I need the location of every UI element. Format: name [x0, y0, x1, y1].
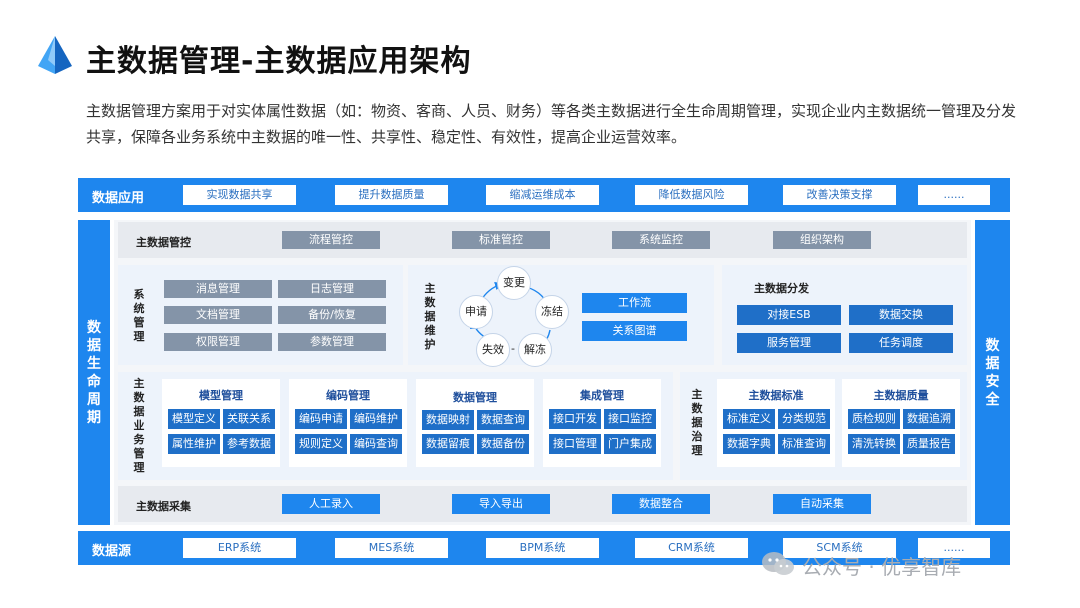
model-mgmt-item: 属性维护 — [168, 434, 220, 454]
distribution-item: 任务调度 — [849, 333, 953, 353]
lifecycle-label: 数据生命周期 — [87, 319, 101, 426]
model-mgmt-item: 关联关系 — [223, 409, 275, 429]
collection-item: 人工录入 — [282, 494, 380, 514]
distribution-item: 服务管理 — [737, 333, 841, 353]
collection-item: 自动采集 — [773, 494, 871, 514]
code-mgmt-item: 编码申请 — [295, 409, 347, 429]
cycle-node-invalid: 失效 — [476, 333, 510, 367]
lifecycle-side-bar: 数据生命周期 — [78, 220, 110, 525]
data-mgmt-item: 数据备份 — [477, 434, 529, 454]
distribution-item: 数据交换 — [849, 305, 953, 325]
integration-mgmt-item: 门户集成 — [604, 434, 656, 454]
collection-item: 导入导出 — [452, 494, 550, 514]
quality-item: 质量报告 — [903, 434, 955, 454]
data-mgmt-item: 数据留痕 — [422, 434, 474, 454]
system-mgmt-label: 系统管理 — [133, 288, 145, 343]
maintenance-label: 主数据维护 — [424, 282, 436, 351]
cycle-node-freeze: 冻结 — [535, 295, 569, 329]
logo-icon — [38, 36, 72, 74]
source-layer-label: 数据源 — [92, 544, 132, 559]
quality-item: 清洗转换 — [848, 434, 900, 454]
source-item: CRM系统 — [635, 538, 748, 558]
data-mgmt-title: 数据管理 — [453, 391, 497, 404]
app-layer-label: 数据应用 — [92, 191, 145, 206]
system-mgmt-item: 消息管理 — [164, 280, 272, 298]
quality-title: 主数据质量 — [873, 389, 929, 402]
integration-mgmt-item: 接口监控 — [604, 409, 656, 429]
source-item: ERP系统 — [183, 538, 296, 558]
system-mgmt-item: 参数管理 — [278, 333, 386, 351]
distribution-item: 对接ESB — [737, 305, 841, 325]
standard-item: 分类规范 — [778, 409, 830, 429]
app-item: 实现数据共享 — [183, 185, 296, 205]
code-mgmt-item: 规则定义 — [295, 434, 347, 454]
control-item: 系统监控 — [612, 231, 710, 249]
page-description: 主数据管理方案用于对实体属性数据（如：物资、客商、人员、财务）等各类主数据进行全… — [86, 102, 1017, 146]
control-item: 组织架构 — [773, 231, 871, 249]
business-mgmt-label: 主数据业务管理 — [133, 377, 145, 474]
source-item: ...... — [918, 538, 990, 558]
app-item: 降低数据风险 — [635, 185, 748, 205]
model-mgmt-item: 参考数据 — [223, 434, 275, 454]
data-mgmt-item: 数据查询 — [477, 410, 529, 430]
model-mgmt-title: 模型管理 — [199, 389, 243, 402]
maintenance-item: 关系图谱 — [582, 321, 687, 341]
app-item: 改善决策支撑 — [783, 185, 896, 205]
integration-mgmt-item: 接口开发 — [549, 409, 601, 429]
control-item: 标准管控 — [452, 231, 550, 249]
code-mgmt-item: 编码查询 — [350, 434, 402, 454]
quality-item: 数据追溯 — [903, 409, 955, 429]
maintenance-item: 工作流 — [582, 293, 687, 313]
standard-item: 标准查询 — [778, 434, 830, 454]
data-mgmt-item: 数据映射 — [422, 410, 474, 430]
system-mgmt-item: 文档管理 — [164, 306, 272, 324]
cycle-node-unfreeze: 解冻 — [518, 333, 552, 367]
cycle-node-change: 变更 — [497, 266, 531, 300]
integration-mgmt-item: 接口管理 — [549, 434, 601, 454]
app-item: 提升数据质量 — [335, 185, 448, 205]
system-mgmt-item: 权限管理 — [164, 333, 272, 351]
page-title: 主数据管理-主数据应用架构 — [86, 44, 472, 79]
control-item: 流程管控 — [282, 231, 380, 249]
model-mgmt-item: 模型定义 — [168, 409, 220, 429]
cycle-dash: - — [511, 342, 515, 355]
system-mgmt-item: 备份/恢复 — [278, 306, 386, 324]
cycle-node-apply: 申请 — [459, 295, 493, 329]
quality-item: 质检规则 — [848, 409, 900, 429]
security-side-bar: 数据安全 — [975, 220, 1010, 525]
app-item: ...... — [918, 185, 990, 205]
integration-mgmt-title: 集成管理 — [580, 389, 624, 402]
security-label: 数据安全 — [985, 337, 1000, 408]
distribution-title: 主数据分发 — [754, 282, 809, 295]
source-item: SCM系统 — [783, 538, 896, 558]
watermark-text: 公众号 · 优享智库 — [802, 555, 962, 579]
system-mgmt-item: 日志管理 — [278, 280, 386, 298]
code-mgmt-title: 编码管理 — [326, 389, 370, 402]
wechat-icon — [762, 552, 794, 575]
source-item: BPM系统 — [486, 538, 599, 558]
collection-item: 数据整合 — [612, 494, 710, 514]
standard-item: 标准定义 — [723, 409, 775, 429]
standard-item: 数据字典 — [723, 434, 775, 454]
governance-label: 主数据治理 — [691, 388, 703, 457]
source-item: MES系统 — [335, 538, 448, 558]
code-mgmt-item: 编码维护 — [350, 409, 402, 429]
collection-label: 主数据采集 — [136, 500, 191, 513]
standard-title: 主数据标准 — [748, 389, 804, 402]
control-label: 主数据管控 — [136, 236, 191, 249]
app-item: 缩减运维成本 — [486, 185, 599, 205]
